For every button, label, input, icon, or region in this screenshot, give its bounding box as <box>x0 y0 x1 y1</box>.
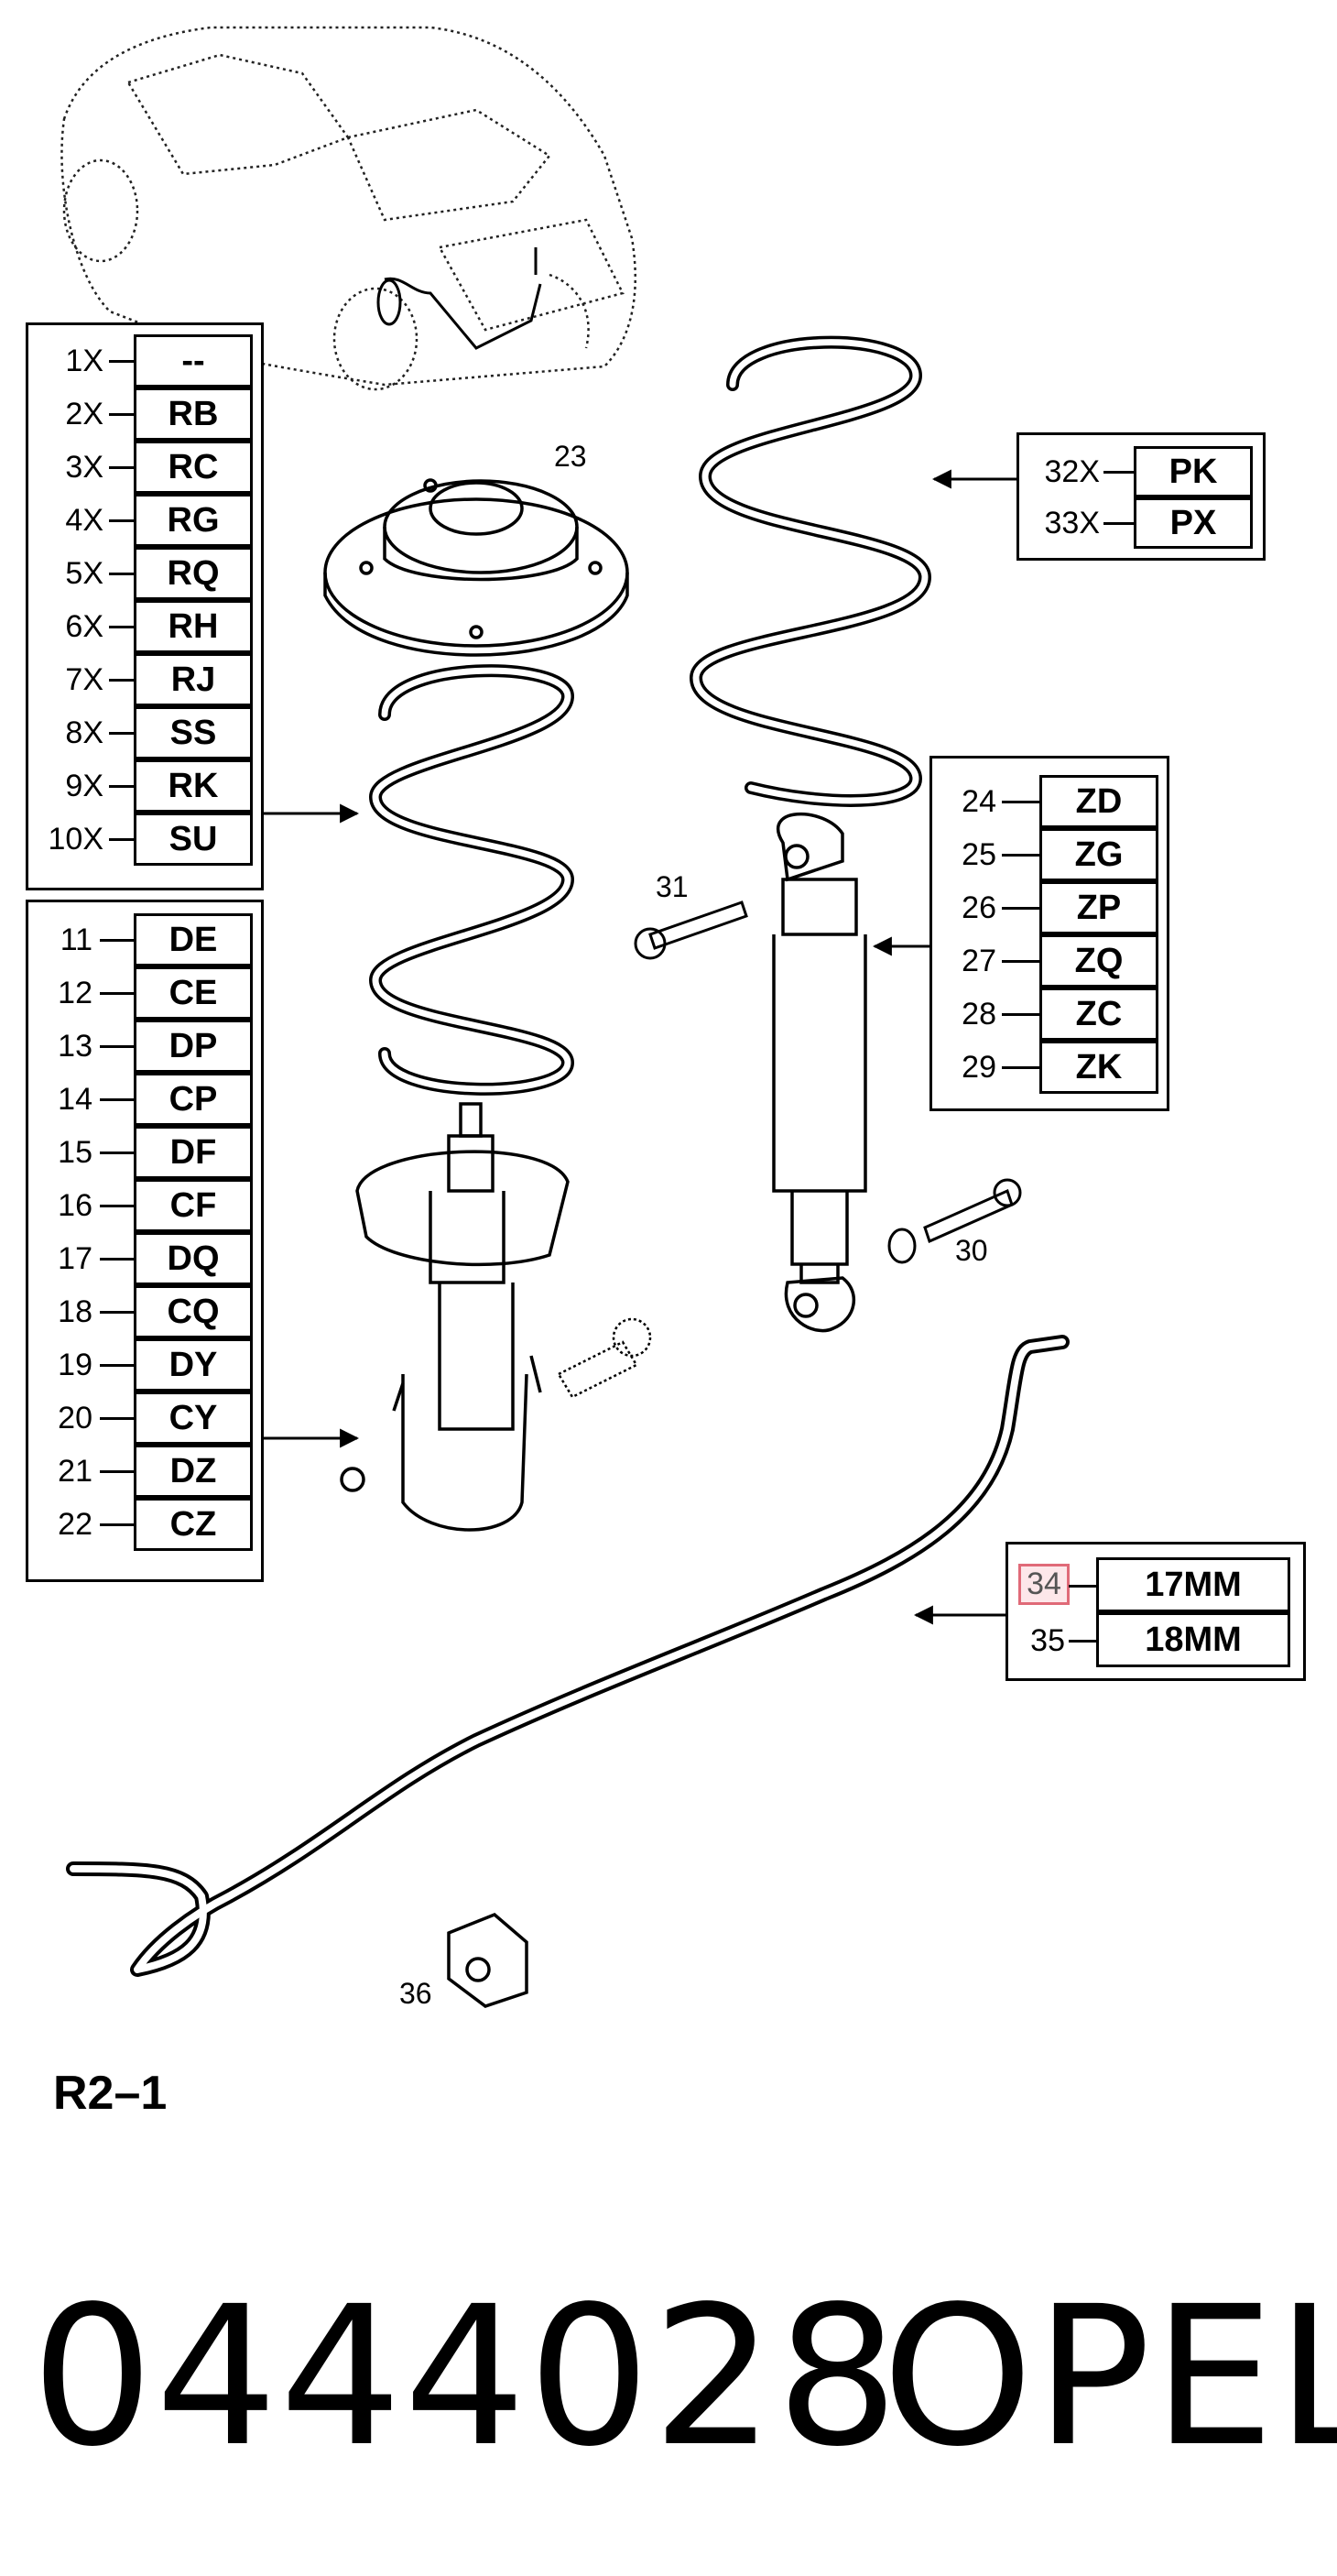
table-front-strut: 11 DE 12 CE 13 DP 14 CP 15 DF 16 CF 17 D… <box>26 900 264 1582</box>
table-row: 11 DE <box>28 913 261 966</box>
table-row: 27 ZQ <box>932 934 1167 988</box>
front-strut <box>340 1102 570 1532</box>
car-suspension-highlight <box>376 247 542 350</box>
table-row: 25 ZG <box>932 828 1167 881</box>
table-row: 21 DZ <box>28 1445 261 1498</box>
rear-shock-absorber <box>772 812 867 1333</box>
table-row: 29 ZK <box>932 1041 1167 1094</box>
table-row: 13 DP <box>28 1020 261 1073</box>
strut-bolt <box>557 1317 652 1399</box>
table-row: 5X RQ <box>28 547 261 600</box>
brand-name: OPEL <box>882 2265 1337 2489</box>
table-row: 17 DQ <box>28 1232 261 1285</box>
table-row: 12 CE <box>28 966 261 1020</box>
table-row: 15 DF <box>28 1126 261 1179</box>
table-row: 18 CQ <box>28 1285 261 1338</box>
table-row: 22 CZ <box>28 1498 261 1551</box>
car-illustration <box>60 26 636 391</box>
table-row: 1X -- <box>28 334 261 387</box>
table-row: 35 18MM <box>1008 1612 1303 1667</box>
highlighted-item-34: 34 <box>1018 1564 1070 1605</box>
rear-shock-bolt-30 <box>887 1178 1022 1264</box>
table-rear-spring: 32X PK 33X PX <box>1016 432 1266 561</box>
callout-30: 30 <box>955 1234 988 1267</box>
table-row: 4X RG <box>28 494 261 547</box>
callout-31: 31 <box>656 870 689 903</box>
table-row: 10X SU <box>28 813 261 866</box>
table-rear-shock: 24 ZD 25 ZG 26 ZP 27 ZQ 28 ZC 29 ZK <box>929 756 1169 1111</box>
table-row: 33X PX <box>1019 497 1263 549</box>
table-row: 2X RB <box>28 387 261 441</box>
strut-mount-23 <box>323 478 629 657</box>
table-row: 6X RH <box>28 600 261 653</box>
table-row: 8X SS <box>28 706 261 759</box>
table-row: 9X RK <box>28 759 261 813</box>
stabilizer-bushing-36 <box>447 1912 528 2008</box>
table-row: 34 17MM <box>1008 1557 1303 1612</box>
table-row: 32X PK <box>1019 446 1263 497</box>
table-row: 19 DY <box>28 1338 261 1392</box>
table-row: 3X RC <box>28 441 261 494</box>
callout-23: 23 <box>554 440 587 473</box>
table-row: 26 ZP <box>932 881 1167 934</box>
table-front-spring: 1X -- 2X RB 3X RC 4X RG 5X RQ 6X RH 7X R… <box>26 322 264 890</box>
table-row: 28 ZC <box>932 988 1167 1041</box>
figure-reference: R2–1 <box>53 2067 168 2120</box>
table-row: 7X RJ <box>28 653 261 706</box>
callout-36: 36 <box>399 1977 432 2010</box>
table-stabilizer: 34 17MM 35 18MM <box>1005 1542 1306 1681</box>
table-row: 16 CF <box>28 1179 261 1232</box>
table-row: 24 ZD <box>932 775 1167 828</box>
part-number: 0444028 <box>31 2265 901 2489</box>
rear-shock-bolt-31 <box>634 901 748 960</box>
table-row: 20 CY <box>28 1392 261 1445</box>
table-row: 14 CP <box>28 1073 261 1126</box>
